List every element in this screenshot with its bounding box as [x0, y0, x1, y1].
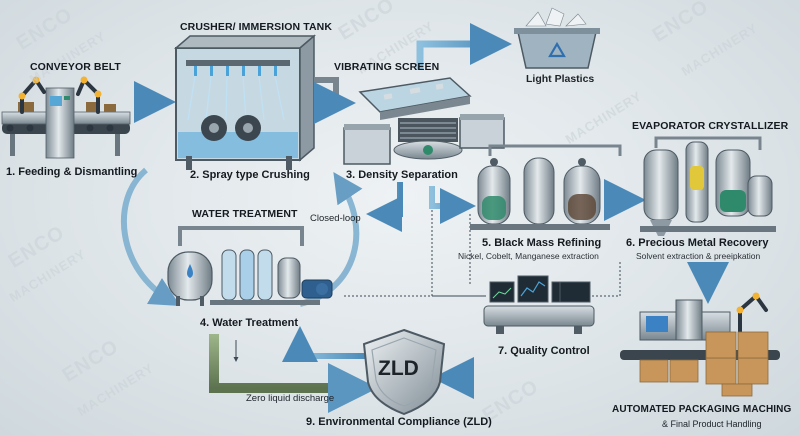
light-plastics-bin	[514, 7, 600, 69]
step-5-label: 5. Black Mass Refining	[482, 237, 602, 249]
step-5-sub: Nickel, Cobelt, Manganese extraction	[458, 251, 599, 261]
recycle-icon	[548, 41, 566, 58]
flow-arrow-screen-to-refining	[429, 186, 476, 224]
step-3-label: 3. Density Separation	[346, 169, 458, 181]
header-vibrating-screen: VIBRATING SCREEN	[334, 61, 440, 73]
flow-arrow-screen-to-plastics	[416, 23, 512, 70]
step-2-label: 2. Spray type Crushing	[190, 169, 310, 181]
header-crusher-tank: CRUSHER/ IMMERSION TANK	[180, 21, 333, 33]
quality-control-station	[483, 275, 595, 334]
step-6-label: 6. Precious Metal Recovery	[626, 237, 769, 249]
zero-liquid-label: Zero liquid discharge	[246, 393, 335, 404]
discharge-pipe	[209, 334, 352, 393]
vibrating-screen-machine	[343, 77, 505, 165]
water-treatment-plant	[167, 226, 333, 306]
tank-icon	[221, 249, 273, 301]
header-conveyor-belt: CONVEYOR BELT	[30, 61, 121, 73]
flow-arrow-screen-to-water	[366, 182, 403, 232]
shield-icon	[362, 328, 446, 416]
step-1-label: 1. Feeding & Dismantling	[6, 166, 138, 178]
monitor-icon	[489, 275, 591, 303]
light-plastics-label: Light Plastics	[526, 73, 595, 85]
box-stack	[639, 331, 769, 397]
packaging-machine	[620, 292, 780, 397]
step-7-label: 7. Quality Control	[498, 345, 590, 357]
step-9-label: 9. Environmental Compliance (ZLD)	[306, 416, 492, 428]
evaporator-crystallizer	[640, 136, 776, 236]
step-6-sub: Solvent extraction & preeipkation	[636, 251, 761, 261]
step-4-label: 4. Water Treatment	[200, 317, 299, 329]
zld-badge-text: ZLD	[378, 357, 419, 380]
conveyor-belt-machine	[1, 76, 131, 159]
crusher-immersion-tank	[173, 34, 339, 170]
flow-arrow-zld-to-water	[282, 326, 366, 362]
closed-loop-label: Closed-loop	[310, 213, 361, 224]
robot-arm-icon	[20, 76, 100, 114]
control-dotted-links	[344, 190, 621, 297]
step-8-label: & Final Product Handling	[662, 419, 762, 429]
header-evaporator: EVAPORATOR CRYSTALLIZER	[632, 120, 789, 132]
header-water-treatment: WATER TREATMENT	[192, 208, 298, 220]
black-mass-refining-reactors	[470, 144, 622, 230]
header-packaging: AUTOMATED PACKAGING MACHING	[612, 404, 792, 415]
